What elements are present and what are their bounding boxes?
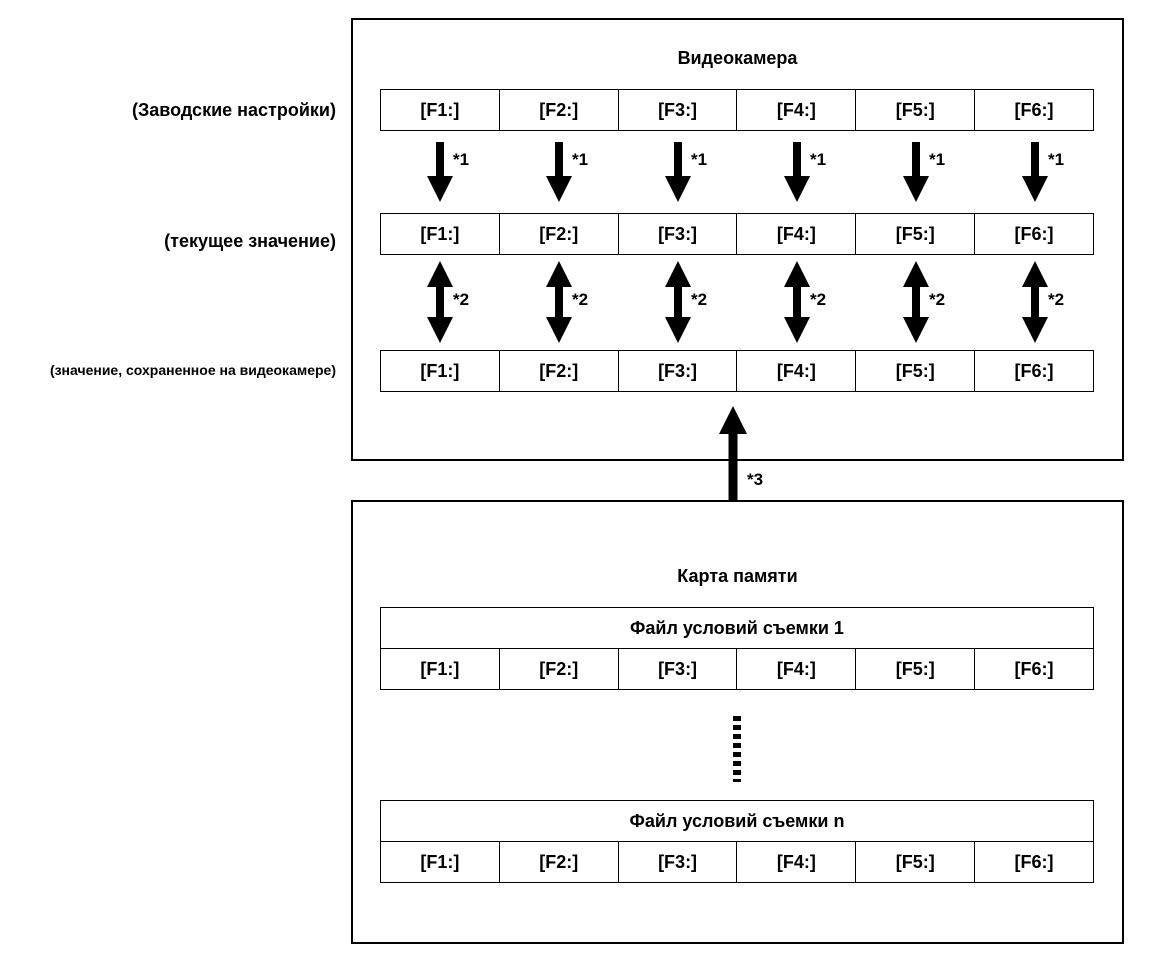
double-arrow-icon [665,261,691,343]
factory-cell-f1: [F1:] [420,99,460,120]
factory-settings-row: [F1:] [F2:] [F3:] [F4:] [F5:] [F6:] [380,89,1094,131]
double-arrow-icon [1022,261,1048,343]
arrow-label-1: *1 [810,150,827,169]
current-cell-f5: [F5:] [855,214,974,254]
current-cell-f3: [F3:] [617,214,737,254]
arrow-label-1: *1 [691,150,708,169]
arrow-label-2: *2 [572,290,589,309]
filen-cell-f6: [F6:] [974,842,1093,882]
memory-card-title: Карта памяти [677,566,798,586]
double-arrow-icon [903,261,929,343]
saved-cell-f2: [F2:] [498,351,618,391]
arrow-label-1: *1 [572,150,589,169]
arrow-label-2: *2 [453,290,470,309]
saved-cell-f4: [F4:] [736,351,855,391]
file1-cell-f1: [F1:] [420,658,460,679]
link-arrow-label: *3 [747,470,764,489]
saved-cell-f5: [F5:] [855,351,974,391]
saved-cell-f3: [F3:] [617,351,737,391]
file1-cell-f4: [F4:] [736,649,855,689]
file1-cell-f5: [F5:] [855,649,974,689]
down-arrow-icon [427,142,453,202]
saved-value-row: [F1:] [F2:] [F3:] [F4:] [F5:] [F6:] [380,350,1094,392]
factory-cell-f4: [F4:] [736,90,855,130]
saved-value-label: (значение, сохраненное на видеокамере) [49,362,336,378]
filen-cell-f4: [F4:] [736,842,855,882]
factory-cell-f2: [F2:] [498,90,618,130]
double-arrow-icon [784,261,810,343]
arrow-label-2: *2 [929,290,946,309]
arrow-label-2: *2 [1048,290,1065,309]
current-cell-f4: [F4:] [736,214,855,254]
current-cell-f1: [F1:] [420,223,460,244]
saved-cell-f1: [F1:] [420,360,460,381]
down-arrow-icon [1022,142,1048,202]
condition-file-n-header: Файл условий съемки n [380,800,1094,842]
down-arrow-icon [665,142,691,202]
arrow-label-1: *1 [1048,150,1065,169]
down-arrow-icon [903,142,929,202]
camera-title: Видеокамера [677,48,798,68]
factory-cell-f6: [F6:] [974,90,1093,130]
arrow-label-2: *2 [810,290,827,309]
condition-file-1-header: Файл условий съемки 1 [380,607,1094,649]
condition-file-1-row: [F1:] [F2:] [F3:] [F4:] [F5:] [F6:] [380,648,1094,690]
current-cell-f2: [F2:] [498,214,618,254]
factory-cell-f3: [F3:] [617,90,737,130]
file1-cell-f3: [F3:] [617,649,737,689]
factory-settings-label: (Заводские настройки) [132,100,336,120]
condition-file-n-row: [F1:] [F2:] [F3:] [F4:] [F5:] [F6:] [380,841,1094,883]
current-value-row: [F1:] [F2:] [F3:] [F4:] [F5:] [F6:] [380,213,1094,255]
filen-cell-f5: [F5:] [855,842,974,882]
filen-cell-f1: [F1:] [420,851,460,872]
double-arrow-icon [427,261,453,343]
vertical-ellipsis [733,716,741,782]
arrow-label-1: *1 [929,150,946,169]
camera-box: Видеокамера [351,18,1124,461]
double-arrow-icon [546,261,572,343]
current-value-label: (текущее значение) [164,231,336,251]
saved-cell-f6: [F6:] [974,351,1093,391]
double-arrow-icon [719,406,747,542]
factory-cell-f5: [F5:] [855,90,974,130]
arrow-label-2: *2 [691,290,708,309]
filen-cell-f2: [F2:] [498,842,618,882]
file1-cell-f2: [F2:] [498,649,618,689]
file1-cell-f6: [F6:] [974,649,1093,689]
current-cell-f6: [F6:] [974,214,1093,254]
filen-cell-f3: [F3:] [617,842,737,882]
arrow-label-1: *1 [453,150,470,169]
down-arrow-icon [784,142,810,202]
down-arrow-icon [546,142,572,202]
